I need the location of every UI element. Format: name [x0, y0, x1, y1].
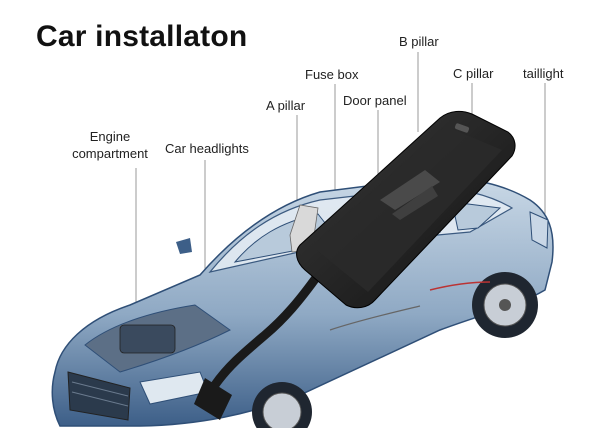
label-taillight: taillight [523, 66, 564, 81]
label-a-pillar: A pillar [266, 98, 306, 113]
page-title: Car installaton [36, 20, 248, 53]
car-body [51, 176, 554, 428]
label-c-pillar: C pillar [453, 66, 494, 81]
label-engine-compartment: Engine compartment [72, 129, 148, 161]
label-fuse-box: Fuse box [305, 67, 359, 82]
label-b-pillar: B pillar [399, 34, 439, 49]
label-door-panel: Door panel [343, 93, 407, 108]
label-car-headlights: Car headlights [165, 141, 249, 156]
gps-tracker-device [194, 110, 516, 420]
